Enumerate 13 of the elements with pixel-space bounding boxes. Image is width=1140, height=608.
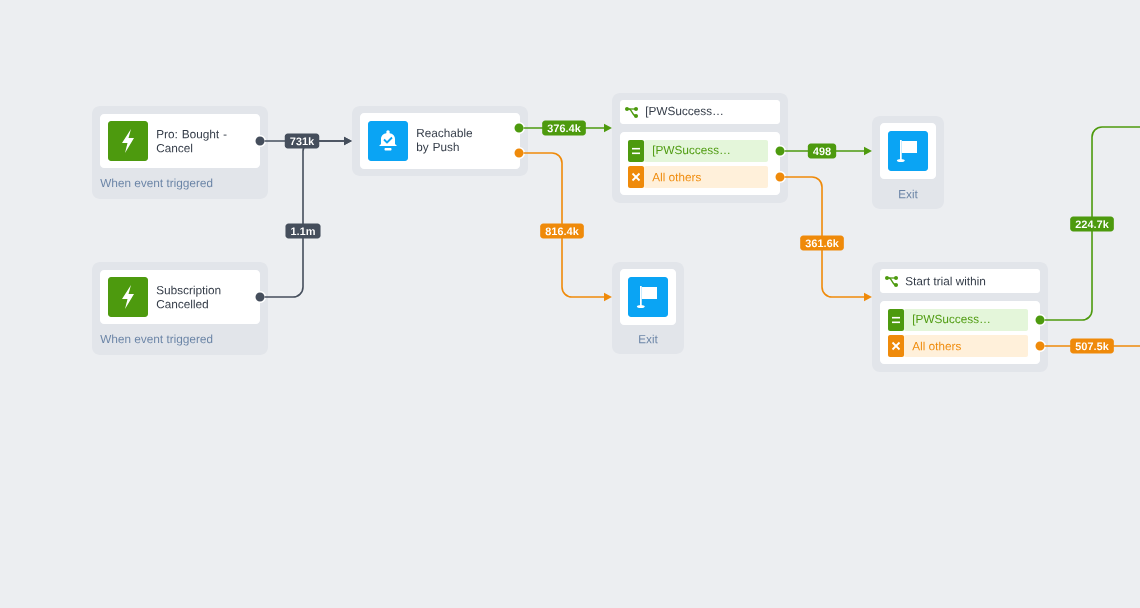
branch-row: [PWSuccess… xyxy=(644,140,768,162)
edge-label: 507.5k xyxy=(1070,338,1114,354)
branch-row: [PWSuccess… xyxy=(904,309,1028,331)
edge-label: 376.4k xyxy=(542,120,586,136)
edge-label: 1.1m xyxy=(285,223,321,239)
card-header: Start trial within xyxy=(880,269,1040,293)
edge-label: 224.7k xyxy=(1070,216,1114,232)
edge-label: 731k xyxy=(284,133,320,149)
edge-label: 361.6k xyxy=(800,235,844,251)
edge-label: 816.4k xyxy=(540,223,584,239)
branch-row: All others xyxy=(644,166,768,188)
branch-row: All others xyxy=(904,335,1028,357)
card-header: [PWSuccess… xyxy=(620,100,780,124)
